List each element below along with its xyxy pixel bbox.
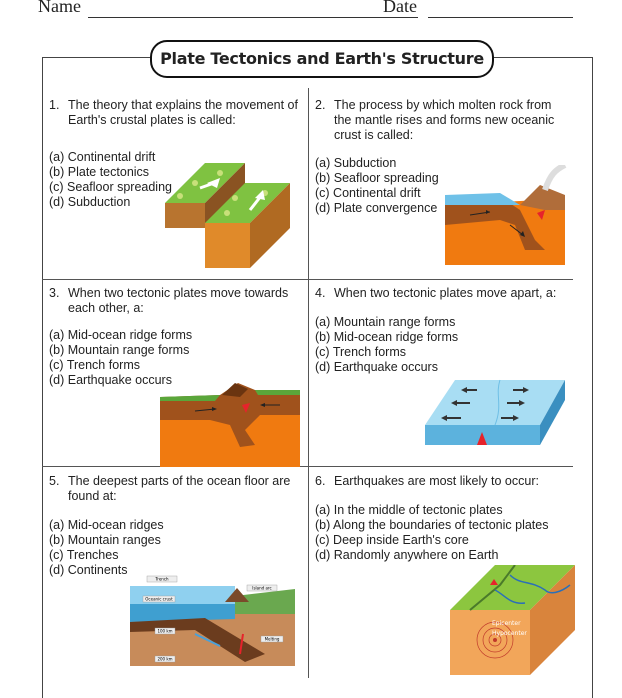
question-number: 6. bbox=[315, 474, 326, 488]
grid-divider-row-1 bbox=[42, 279, 573, 280]
question-6-options: (a) In the middle of tectonic plates (b)… bbox=[315, 503, 548, 563]
question-5-options: (a) Mid-ocean ridges (b) Mountain ranges… bbox=[49, 518, 164, 578]
option-c[interactable]: (c) Continental drift bbox=[315, 186, 421, 200]
option-d[interactable]: (d) Earthquake occurs bbox=[315, 360, 438, 374]
option-b[interactable]: (b) Plate tectonics bbox=[49, 165, 150, 179]
question-4-options: (a) Mountain range forms (b) Mid-ocean r… bbox=[315, 315, 458, 375]
earthquake-epicenter-illustration: Epicenter Hypocenter bbox=[450, 565, 575, 675]
option-a[interactable]: (a) Subduction bbox=[315, 156, 397, 170]
option-b[interactable]: (b) Mountain range forms bbox=[49, 343, 190, 357]
question-2: 2. The process by which molten rock from… bbox=[315, 98, 570, 143]
question-text: Earthquakes are most likely to occur: bbox=[334, 474, 539, 488]
label-epicenter: Epicenter bbox=[492, 620, 521, 627]
date-field[interactable] bbox=[428, 17, 573, 18]
option-c[interactable]: (c) Trench forms bbox=[315, 345, 406, 359]
option-b[interactable]: (b) Mountain ranges bbox=[49, 533, 161, 547]
question-3: 3. When two tectonic plates move towards… bbox=[49, 286, 299, 316]
subduction-illustration bbox=[445, 165, 567, 265]
question-6: 6. Earthquakes are most likely to occur: bbox=[315, 474, 570, 489]
option-d[interactable]: (d) Plate convergence bbox=[315, 201, 438, 215]
name-field[interactable] bbox=[88, 17, 418, 18]
question-1: 1. The theory that explains the movement… bbox=[49, 98, 299, 128]
question-5: 5. The deepest parts of the ocean floor … bbox=[49, 474, 299, 504]
name-label: Name bbox=[38, 0, 81, 16]
option-d[interactable]: (d) Earthquake occurs bbox=[49, 373, 172, 387]
option-b[interactable]: (b) Mid-ocean ridge forms bbox=[315, 330, 459, 344]
option-a[interactable]: (a) Mid-ocean ridge forms bbox=[49, 328, 193, 342]
question-text: When two tectonic plates move towards ea… bbox=[68, 286, 289, 315]
question-number: 1. bbox=[49, 98, 60, 112]
option-c[interactable]: (c) Deep inside Earth's core bbox=[315, 533, 469, 547]
label-trench: Trench bbox=[154, 577, 169, 582]
label-hypocenter: Hypocenter bbox=[492, 630, 527, 637]
label-depth-200: 200 km bbox=[157, 657, 172, 662]
option-d[interactable]: (d) Continents bbox=[49, 563, 128, 577]
question-text: The deepest parts of the ocean floor are… bbox=[68, 474, 291, 503]
grid-divider-row-2 bbox=[42, 466, 573, 467]
convergent-boundary-illustration bbox=[160, 383, 300, 467]
option-c[interactable]: (c) Trench forms bbox=[49, 358, 140, 372]
plate-blocks-illustration bbox=[165, 163, 290, 268]
option-a[interactable]: (a) In the middle of tectonic plates bbox=[315, 503, 503, 517]
ocean-trench-illustration: Trench Island arc Oceanic crust 100 km 2… bbox=[130, 575, 295, 666]
option-a[interactable]: (a) Continental drift bbox=[49, 150, 156, 164]
option-d[interactable]: (d) Subduction bbox=[49, 195, 131, 209]
question-4: 4. When two tectonic plates move apart, … bbox=[315, 286, 570, 301]
date-label: Date bbox=[383, 0, 417, 16]
label-oceanic-crust: Oceanic crust bbox=[145, 597, 173, 602]
question-text: When two tectonic plates move apart, a: bbox=[334, 286, 557, 300]
worksheet-title: Plate Tectonics and Earth's Structure bbox=[150, 40, 494, 78]
header-row: Name Date bbox=[38, 0, 598, 22]
label-melting: Melting bbox=[265, 637, 280, 642]
question-2-options: (a) Subduction (b) Seafloor spreading (c… bbox=[315, 156, 439, 216]
question-number: 2. bbox=[315, 98, 326, 112]
question-number: 3. bbox=[49, 286, 60, 300]
question-text: The process by which molten rock from th… bbox=[334, 98, 555, 142]
question-1-options: (a) Continental drift (b) Plate tectonic… bbox=[49, 150, 172, 210]
option-d[interactable]: (d) Randomly anywhere on Earth bbox=[315, 548, 499, 562]
option-c[interactable]: (c) Seafloor spreading bbox=[49, 180, 172, 194]
question-number: 5. bbox=[49, 474, 60, 488]
question-text: The theory that explains the movement of… bbox=[68, 98, 298, 127]
question-3-options: (a) Mid-ocean ridge forms (b) Mountain r… bbox=[49, 328, 192, 388]
divergent-boundary-illustration bbox=[425, 379, 565, 445]
option-a[interactable]: (a) Mountain range forms bbox=[315, 315, 456, 329]
option-c[interactable]: (c) Trenches bbox=[49, 548, 119, 562]
option-a[interactable]: (a) Mid-ocean ridges bbox=[49, 518, 164, 532]
label-depth-100: 100 km bbox=[157, 629, 172, 634]
label-island-arc: Island arc bbox=[252, 586, 271, 591]
question-number: 4. bbox=[315, 286, 326, 300]
option-b[interactable]: (b) Seafloor spreading bbox=[315, 171, 439, 185]
grid-divider-vertical bbox=[308, 88, 309, 678]
option-b[interactable]: (b) Along the boundaries of tectonic pla… bbox=[315, 518, 549, 532]
